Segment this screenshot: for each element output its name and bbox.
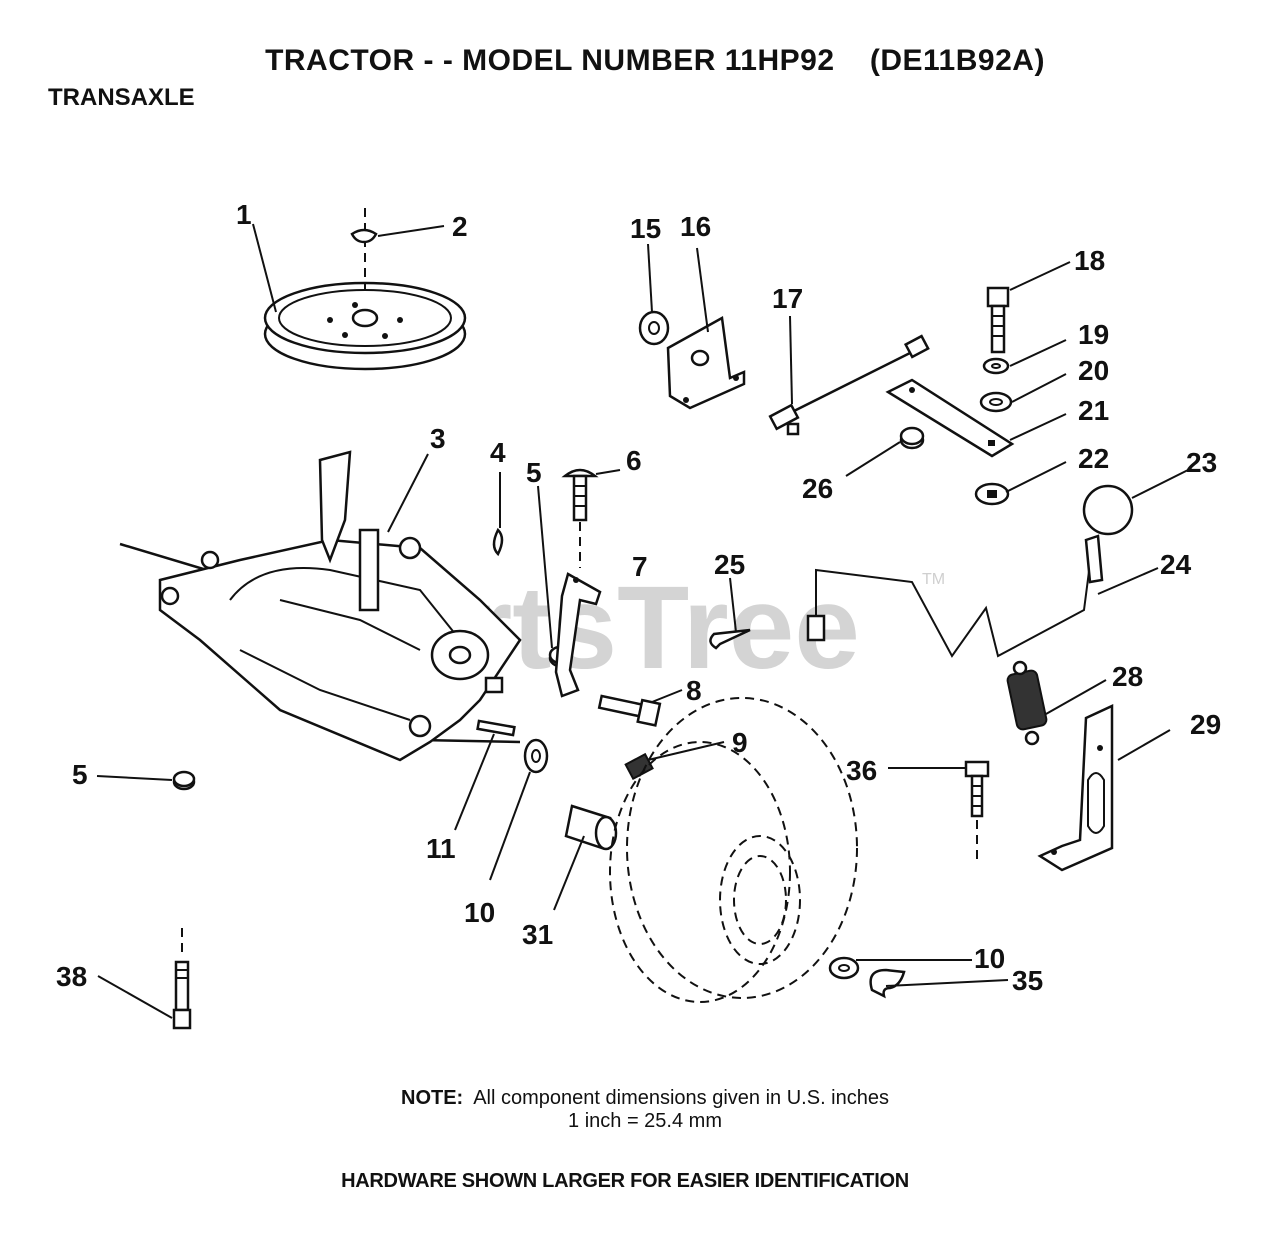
callout-7: 7 bbox=[632, 551, 648, 582]
callout-10-lower: 10 bbox=[974, 943, 1005, 974]
angle-bracket-part[interactable] bbox=[666, 316, 746, 410]
flat-washer-lower-part[interactable] bbox=[828, 956, 860, 980]
callout-6: 6 bbox=[626, 445, 642, 476]
callout-24: 24 bbox=[1160, 549, 1192, 580]
woodruff-key-part[interactable] bbox=[492, 527, 504, 557]
control-rod-part[interactable] bbox=[768, 334, 930, 436]
carriage-bolt-part[interactable] bbox=[561, 468, 599, 568]
callout-35: 35 bbox=[1012, 965, 1043, 996]
e-ring-clip-part[interactable] bbox=[869, 968, 906, 999]
bolt-18-part[interactable] bbox=[986, 286, 1010, 354]
square-key-part[interactable] bbox=[476, 719, 516, 737]
link-plate-part[interactable] bbox=[885, 378, 1015, 458]
flat-washer-upper-part[interactable] bbox=[523, 738, 549, 774]
callout-36: 36 bbox=[846, 755, 877, 786]
callout-26: 26 bbox=[802, 473, 833, 504]
diagram-title: TRACTOR - - MODEL NUMBER 11HP92 (DE11B92… bbox=[265, 44, 1045, 77]
knob-part[interactable] bbox=[1082, 484, 1134, 536]
pulley-part[interactable] bbox=[263, 208, 467, 371]
bushing-part[interactable] bbox=[899, 426, 925, 450]
callout-19: 19 bbox=[1078, 319, 1109, 350]
callout-5-upper: 5 bbox=[526, 457, 542, 488]
hex-nut-lower-part[interactable] bbox=[172, 770, 196, 791]
callout-11: 11 bbox=[426, 833, 456, 864]
callout-21: 21 bbox=[1078, 395, 1109, 426]
mounting-bracket-part[interactable] bbox=[1037, 704, 1114, 872]
callout-9: 9 bbox=[732, 727, 748, 758]
hex-bolt-part[interactable] bbox=[597, 694, 662, 727]
callout-16: 16 bbox=[680, 211, 711, 242]
callout-10-upper: 10 bbox=[464, 897, 495, 928]
callout-8: 8 bbox=[686, 675, 702, 706]
set-screw-part[interactable] bbox=[624, 752, 654, 781]
note-label: NOTE: bbox=[401, 1087, 464, 1109]
callout-38: 38 bbox=[56, 961, 87, 992]
note-line-1: All component dimensions given in U.S. i… bbox=[473, 1087, 889, 1109]
section-title: TRANSAXLE bbox=[48, 84, 195, 111]
shoulder-bolt-part[interactable] bbox=[172, 928, 192, 1030]
spacer-tube-part[interactable] bbox=[564, 804, 618, 851]
square-hole-washer-part[interactable] bbox=[974, 482, 1010, 506]
callout-29: 29 bbox=[1190, 709, 1221, 740]
shift-lever-part[interactable] bbox=[806, 534, 1104, 658]
leader-lines bbox=[96, 223, 1189, 1019]
self-tapping-screw-part[interactable] bbox=[964, 760, 990, 860]
transaxle-assembly-part[interactable] bbox=[119, 450, 522, 762]
watermark-tm: TM bbox=[922, 571, 945, 588]
cotter-pin-part[interactable] bbox=[709, 628, 751, 650]
callout-31: 31 bbox=[522, 919, 553, 950]
washer-15-part[interactable] bbox=[638, 310, 670, 346]
callout-18: 18 bbox=[1074, 245, 1105, 276]
callout-4: 4 bbox=[490, 437, 506, 468]
lock-washer-part[interactable] bbox=[982, 357, 1010, 375]
callout-labels: 1 2 3 4 5 6 7 8 9 11 10 31 5 38 15 16 17… bbox=[56, 199, 1221, 996]
callout-2: 2 bbox=[452, 211, 468, 242]
callout-28: 28 bbox=[1112, 661, 1143, 692]
callout-15: 15 bbox=[630, 213, 661, 244]
callout-22: 22 bbox=[1078, 443, 1109, 474]
retaining-clip-part[interactable] bbox=[350, 228, 378, 244]
callout-25: 25 bbox=[714, 549, 745, 580]
callout-20: 20 bbox=[1078, 355, 1109, 386]
dimension-note: NOTE: All component dimensions given in U… bbox=[0, 1087, 1280, 1133]
callout-1: 1 bbox=[236, 199, 252, 230]
washer-20-part[interactable] bbox=[979, 391, 1013, 413]
note-line-2: 1 inch = 25.4 mm bbox=[568, 1110, 722, 1132]
hardware-note: HARDWARE SHOWN LARGER FOR EASIER IDENTIF… bbox=[341, 1170, 909, 1192]
callout-23: 23 bbox=[1186, 447, 1217, 478]
callout-5-lower: 5 bbox=[72, 759, 88, 790]
extension-spring-part[interactable] bbox=[1006, 660, 1048, 746]
wheel-outline bbox=[609, 697, 858, 1003]
bracket-part[interactable] bbox=[554, 572, 602, 698]
callout-3: 3 bbox=[430, 423, 446, 454]
callout-17: 17 bbox=[772, 283, 803, 314]
